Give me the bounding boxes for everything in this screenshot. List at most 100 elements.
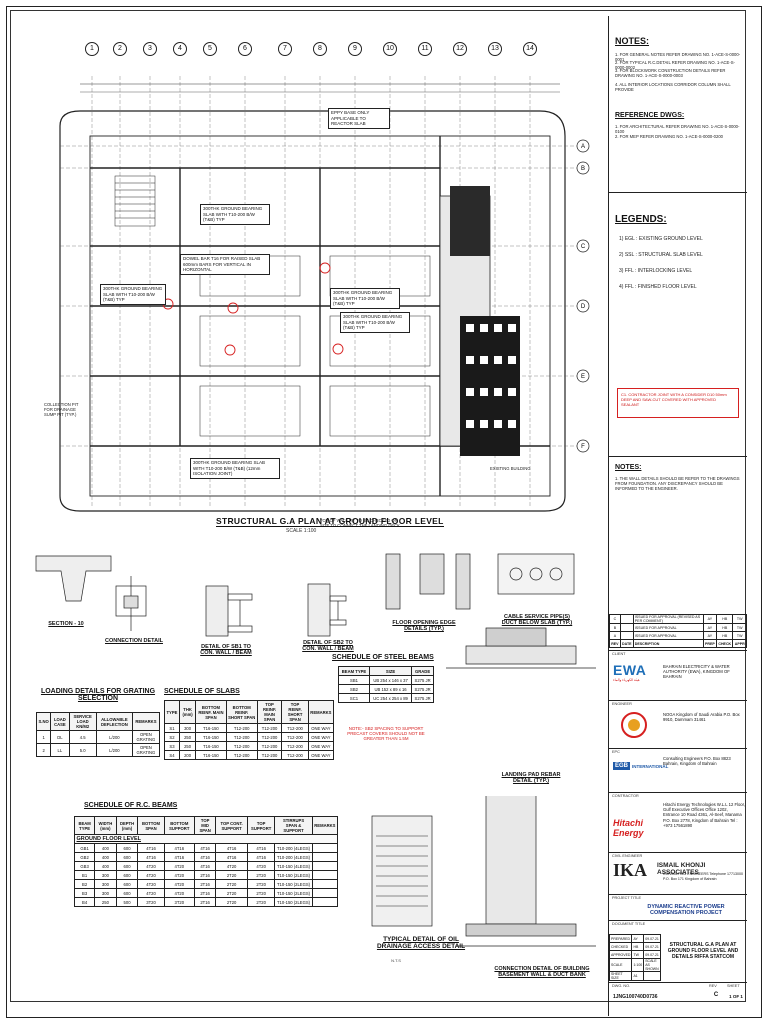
col-header: LOAD CASE [50, 712, 70, 731]
column-bubble-11: 11 [418, 42, 432, 56]
row-bubble-d: D [581, 304, 586, 310]
steel-note: NOTE:- SB2 SPACING TO SUPPORT PRECAST CO… [347, 726, 425, 742]
divider [609, 700, 747, 701]
hitachi-logo: Hitachi Energy [613, 818, 663, 838]
engineer-text: NOGA Kingdom of Saudi Arabia P.O. Box 99… [663, 712, 740, 723]
drawing-area: A B C D E F 1 2 3 4 5 6 7 8 9 10 11 12 1… [16, 16, 604, 1016]
contractor-label: CONTRACTOR [612, 794, 639, 798]
drawing-sheet [6, 6, 762, 1018]
nts-label: N.T.S [391, 958, 401, 963]
dowel-callout: DOWEL BAR T16 FOR RAISED SLAB 600mm BARS… [180, 254, 270, 275]
reference-title: REFERENCE DWGS: [615, 112, 685, 119]
ground-floor-plan: A B C D E F 1 2 3 4 5 6 7 8 9 10 11 12 1… [20, 42, 600, 528]
right-panel: NOTES: 1. FOR GENERAL NOTES REFER DRAWIN… [608, 16, 747, 1016]
slab-callout: 300THK GROUND BEARING SLAB WITH T10-200 … [200, 204, 270, 225]
divider [609, 456, 747, 457]
client-label: CLIENT [612, 652, 626, 656]
row-bubble-c: C [581, 244, 586, 250]
floor-opening-title: FLOOR OPENING EDGE DETAILS (TYP.) [392, 620, 456, 632]
drawing-number: 1JNG100740D0736 [613, 994, 658, 1000]
ika-logo: IKA [613, 860, 653, 881]
slab-callout: 300THK GROUND BEARING SLAB WITH T10-200 … [330, 288, 400, 309]
epc-label: EPC [612, 750, 620, 754]
divider [609, 920, 747, 921]
rc-section-label: GROUND FLOOR LEVEL [74, 834, 338, 844]
collection-pit-note: COLLECTION PIT FOR DRAINAGE SUMP PIT (TY… [44, 402, 79, 417]
divider [609, 792, 747, 793]
section-10-title: SECTION - 10 [48, 621, 84, 627]
isolation-callout: 300THK GROUND BEARING SLAB WITH T10-200 … [190, 458, 280, 479]
divider [609, 650, 747, 651]
dwg-no-label: DWG. NO. [612, 984, 631, 988]
divider [609, 852, 747, 853]
divider [609, 894, 747, 895]
divider [609, 192, 747, 193]
epc-text: Consulting Engineers P.O. Box 8823 Bahra… [663, 756, 731, 767]
contractor-text: Hitachi Energy Technologies W.L.L 12 Flo… [663, 802, 745, 828]
connection-detail-title: CONNECTION DETAIL [105, 638, 163, 644]
project-title: DYNAMIC REACTIVE POWER COMPENSATION PROJ… [647, 904, 725, 916]
epc-logo-mark: EGB [613, 762, 631, 770]
divider [609, 982, 747, 983]
col-header: REMARKS [131, 712, 161, 731]
legends-title: LEGENDS: [615, 214, 667, 225]
existing-building-label: EXISTING BUILDING [490, 466, 531, 471]
slabs-title: SCHEDULE OF SLABS [164, 688, 240, 695]
column-bubble-8: 8 [313, 42, 327, 56]
steel-title: SCHEDULE OF STEEL BEAMS [332, 654, 434, 661]
landing-pad-title: LANDING PAD REBAR DETAIL (TYP.) [501, 772, 561, 784]
column-bubble-14: 14 [523, 42, 537, 56]
drawing-title: STRUCTURAL G.A PLAN AT GROUND FLOOR LEVE… [667, 942, 739, 960]
epc-logo-text: INTERNATIONAL [632, 763, 669, 769]
slab-callout: 300THK GROUND BEARING SLAB WITH T10-200 … [340, 312, 410, 333]
row-bubble-a: A [581, 144, 585, 150]
sheet-label: SHEET [727, 984, 740, 988]
grating-title: LOADING DETAILS FOR GRATING SELECTION [40, 688, 156, 702]
engineer-label: ENGINEER [612, 702, 632, 706]
legend-item: 3) FFL : INTERLOCKING LEVEL [619, 268, 693, 274]
sb1-detail-title: DETAIL OF SB1 TO CON. WALL / BEAM [200, 644, 252, 656]
slab-callout: 300THK GROUND BEARING SLAB WITH T10-200 … [100, 284, 166, 305]
ref-item: 1. FOR ARCHITECTURAL REFER DRAWING NO. 1… [615, 124, 740, 135]
details-drawings [35, 553, 596, 669]
column-bubble-10: 10 [383, 42, 397, 56]
column-bubble-12: 12 [453, 42, 467, 56]
row-bubble-f: F [581, 444, 585, 450]
plan-scale: SCALE 1:100 [286, 528, 317, 534]
legend-item: 4) FFL : FINISHED FLOOR LEVEL [619, 284, 697, 290]
legend-item: 1) EGL : EXISTING GROUND LEVEL [619, 236, 703, 242]
plan-title: STRUCTURAL G.A PLAN AT GROUND FLOOR LEVE… [216, 516, 444, 527]
ewa-logo-text: EWA [613, 662, 647, 678]
epc-logo: EGB INTERNATIONAL [613, 762, 668, 770]
column-bubble-2: 2 [113, 42, 127, 56]
top-wall-note: TOP OF WALL FIT TO BE CHECKED ON SITE TO… [320, 518, 400, 528]
basement-detail-title: CONNECTION DETAIL OF BUILDING BASEMENT W… [494, 966, 590, 978]
column-bubble-3: 3 [143, 42, 157, 56]
divider [609, 748, 747, 749]
col-header: ALLOWABLE DEFLECTION [95, 712, 133, 731]
noga-logo-icon [621, 712, 647, 738]
revision-value: C [713, 992, 719, 998]
col-header: SERVICE LOAD KN/M2 [68, 712, 97, 731]
oil-drainage-detail [371, 796, 596, 947]
column-bubble-4: 4 [173, 42, 187, 56]
row-bubble-b: B [581, 166, 585, 172]
column-bubble-7: 7 [278, 42, 292, 56]
note-item: 3. FOR BLOCKWORK CONSTRUCTION DETAILS RE… [615, 68, 726, 79]
